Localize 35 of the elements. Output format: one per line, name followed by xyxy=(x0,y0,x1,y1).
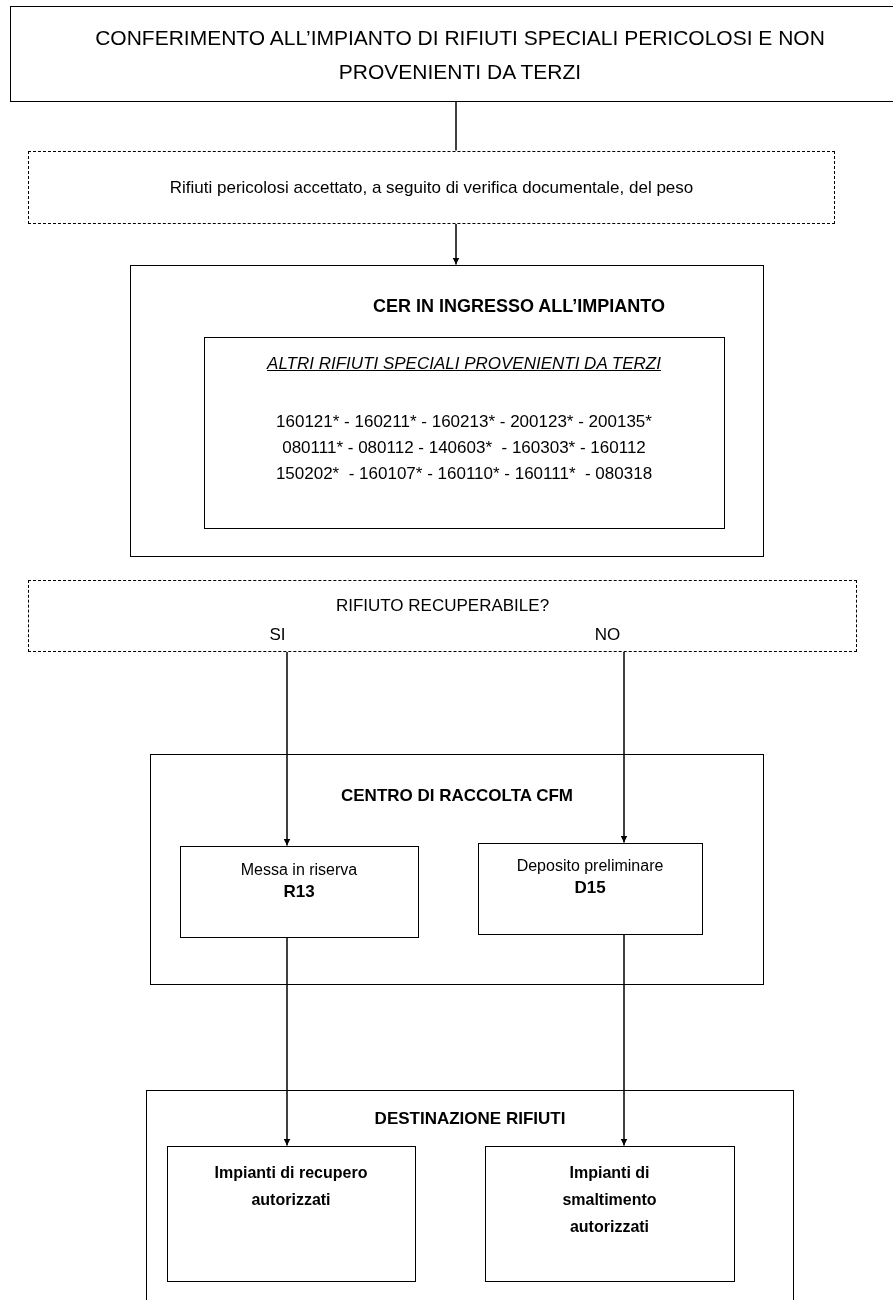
box-text: Rifiuti pericolosi accettato, a seguito di verifica documentale, del peso xyxy=(169,178,694,197)
box-text: 080111* - 080112 - 140603* - 160303* - 160112 xyxy=(282,437,646,457)
arrow xyxy=(283,937,291,1147)
process-box xyxy=(166,1145,416,1282)
box-text: CENTRO DI RACCOLTA CFM xyxy=(341,786,573,805)
box-text: Messa in riserva xyxy=(240,860,358,878)
process-box xyxy=(477,842,703,935)
arrow xyxy=(452,223,460,266)
box-text: SI xyxy=(269,625,286,644)
arrow xyxy=(283,651,291,847)
step-box xyxy=(28,580,857,652)
step-box xyxy=(28,151,835,224)
box-text: RIFIUTO RECUPERABILE? xyxy=(335,596,550,615)
process-box xyxy=(484,1145,735,1282)
box-text: 160121* - 160211* - 160213* - 200123* - 200135* xyxy=(276,411,652,431)
arrow xyxy=(620,651,628,844)
process-box xyxy=(150,754,764,985)
box-text: CONFERIMENTO ALL’IMPIANTO DI RIFIUTI SPECIALI PERICOLOSI E NON PROVENIENTI DA TERZI xyxy=(95,26,825,83)
process-box xyxy=(203,336,725,529)
process-box xyxy=(130,265,764,557)
box-text: DESTINAZIONE RIFIUTI xyxy=(374,1109,566,1128)
process-box xyxy=(179,845,419,938)
connector-line xyxy=(455,101,457,152)
box-text: Impianti di recupero autorizzati xyxy=(214,1163,368,1208)
box-text: NO xyxy=(594,625,621,644)
process-box xyxy=(10,6,893,102)
arrow xyxy=(620,934,628,1147)
box-text: 150202* - 160107* - 160110* - 160111* - 080318 xyxy=(275,463,653,483)
box-text: R13 xyxy=(283,881,315,901)
box-text: CER IN INGRESSO ALL’IMPIANTO xyxy=(373,296,665,316)
process-box xyxy=(146,1090,794,1300)
box-text: Impianti di smaltimento autorizzati xyxy=(562,1163,657,1235)
box-text: D15 xyxy=(574,877,606,897)
box-text: Deposito preliminare xyxy=(516,856,664,874)
box-text: ALTRI RIFIUTI SPECIALI PROVENIENTI DA TERZI xyxy=(267,353,661,373)
